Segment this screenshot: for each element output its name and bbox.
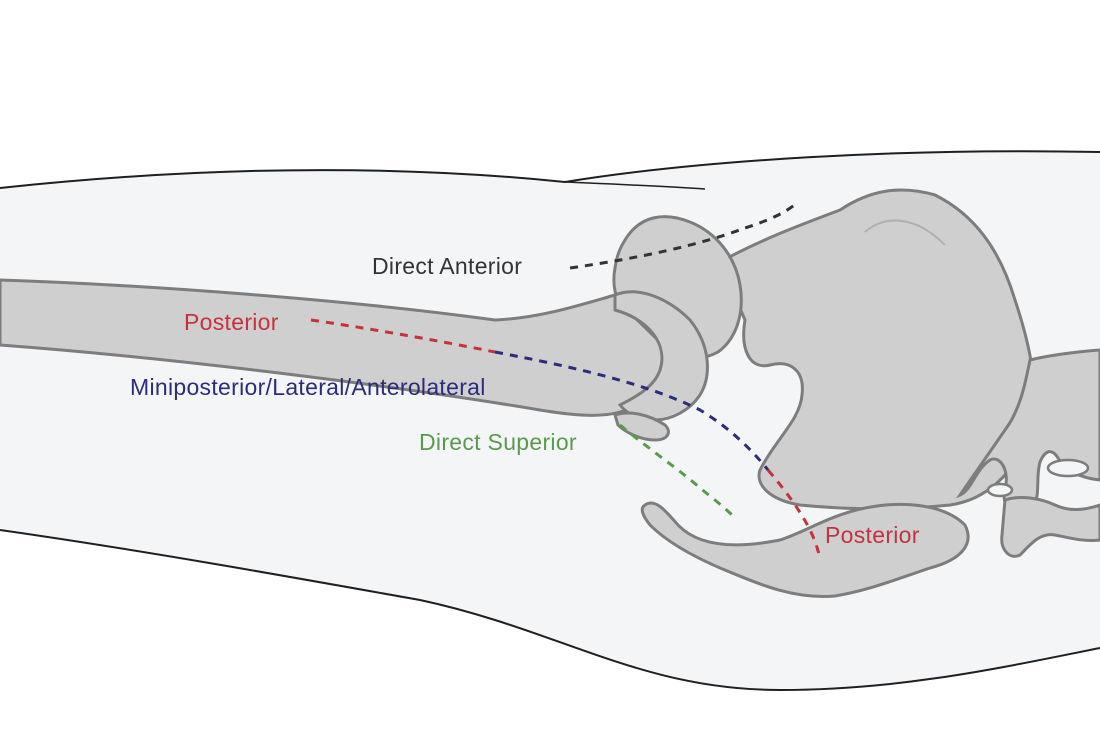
sacral-foramen-2 [986,482,1014,498]
body-outline-crease [564,181,706,190]
pelvis-ridge [864,219,946,246]
posterior-line-lower [766,469,822,559]
sacral-foramen [1046,458,1090,478]
direct-superior-line [619,423,734,517]
direct-superior-label: Direct Superior [419,429,577,455]
posterior-label-lower: Posterior [825,522,920,548]
pelvis-bone [718,188,1036,511]
vertebra-bone [1000,496,1100,558]
lesser-trochanter [613,411,670,442]
direct-anterior-label: Direct Anterior [372,253,523,279]
miniposterior-line [494,350,770,471]
miniposterior-label: Miniposterior/Lateral/Anterolateral [130,374,486,400]
body-outline-bottom [0,529,1100,692]
ischium-bone [640,501,970,599]
posterior-label-upper: Posterior [184,309,279,335]
direct-anterior-line [569,200,800,270]
posterior-line-upper [310,318,496,354]
